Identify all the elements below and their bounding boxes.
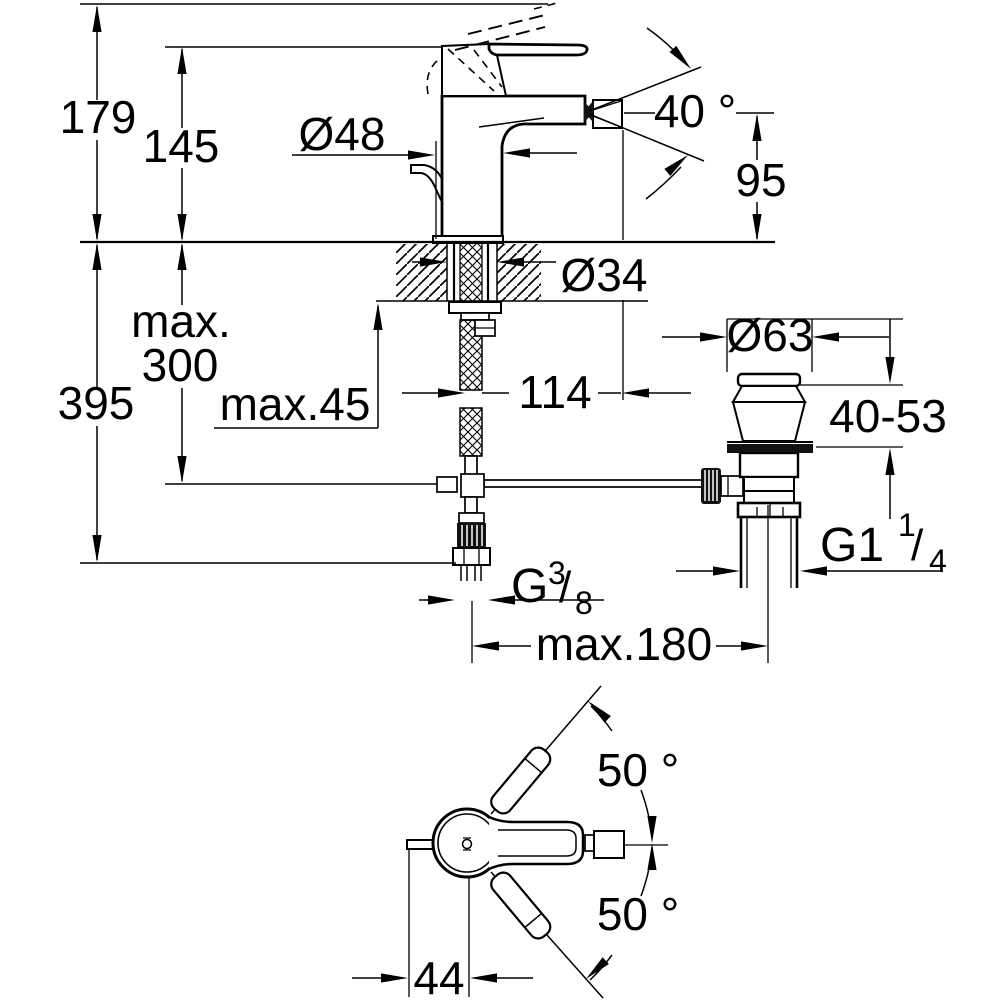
dim-d48-label: Ø48 [299,108,386,160]
dim-g114-slash: / [911,521,924,570]
handle-hidden-edge-dashed [473,49,503,88]
lever-raised-tip-dashed [533,2,558,10]
dim-g114-sup-label: 1 [898,507,916,543]
dim-145-label: 145 [143,120,220,172]
counter-deck-section [80,240,775,302]
waste-knob-stripes [704,470,718,501]
hose-hex-nut [452,547,491,566]
rod-clamp-block [460,473,485,498]
faucet-lever [487,42,589,57]
waste-push-cap [736,372,802,388]
dim-95-label: 95 [735,154,786,206]
aerator-neck-plan [584,834,595,852]
tailpipe-inner [746,517,792,588]
dim-max-word-label: max. [131,295,231,347]
dimension-annotations: 179 145 395 max. 300 Ø48 40 ° 95 Ø34 [58,3,947,670]
dim-50top-label: 50 ° [597,744,679,796]
dim-395-label: 395 [58,377,135,429]
popup-waste-assembly [701,372,813,588]
dim-g114-sub-label: 4 [929,543,947,579]
aerator-box-plan [593,830,625,859]
dim-d63-ext [726,318,903,372]
popup-rod-horizontal [483,479,703,488]
deck-hole-edges [446,242,498,301]
flex-hose-lower [459,407,483,457]
dim-g38-slash: / [559,563,572,612]
mounting-washer [460,312,490,321]
deck-hatch-left [396,244,447,301]
dim-d63-label: Ø63 [727,309,814,361]
top-view-dimensions: 50 ° 50 ° 44 [352,697,679,1000]
lever-raised-dashed [454,26,546,51]
spout-accent-line [478,117,545,128]
deck-hatch-right [497,244,541,301]
waste-tailpipe [739,517,799,588]
hose-neck-lower [464,496,478,514]
shank-and-hoses [436,242,703,581]
hex-facets [463,548,480,565]
handle-hidden-edge-dashed [447,48,495,92]
dim-g114-base-label: G1 [820,519,884,572]
hose-neck-upper [464,455,478,476]
threaded-shank [459,242,483,303]
handle-screw-mark [461,838,473,850]
dim-max180-label: max.180 [536,618,712,670]
dim-300-label: 300 [142,339,219,391]
spout-plan [488,815,585,871]
flex-hose-upper [459,319,483,391]
dim-g38-sub-label: 8 [575,585,593,621]
spout-plan-inner [498,829,577,857]
dim-114-label: 114 [518,366,591,418]
union-ticks [756,503,784,517]
hose-end-nut [458,512,485,524]
rod-clamp-left [436,476,458,493]
dim-4053-label: 40-53 [829,390,947,442]
handle-position-lower [490,871,552,940]
dim-44-label: 44 [413,952,464,1000]
threaded-shank-walls [452,243,490,302]
dim-g38-base-label: G [511,560,548,613]
dim-40deg-label: 40 ° [654,85,736,137]
dim-44-ext [408,848,470,997]
aerator-swivel-lines [588,66,705,162]
dim-d34-label: Ø34 [561,249,648,301]
waste-body [738,451,800,479]
handle-pivot-arc-dashed [426,59,439,95]
waste-knurl-knob [701,468,721,504]
waste-rod-collar [720,475,744,497]
waste-seal-flange [727,444,813,453]
dim-179-label: 179 [60,91,137,143]
knurl-stripes [461,525,483,546]
waste-dome [731,385,807,403]
waste-cone [731,401,807,442]
ball-joint [584,101,593,122]
waste-body-step [743,476,795,492]
dim-max45-label: max.45 [220,378,371,430]
mounting-nut [448,301,502,314]
faucet-body [440,94,587,240]
dim-g38-sup-label: 3 [548,555,566,591]
lever-raised-dashed [467,13,550,35]
dim-4053-ext [800,384,903,448]
handle-screw-ticks [463,837,471,851]
dim-50bottom-label: 50 ° [597,888,679,940]
thread-stub [460,565,482,581]
side-view-faucet [410,2,623,244]
waste-union-nut [736,501,802,519]
top-view-faucet [406,685,668,999]
handle-position-upper [490,746,552,815]
